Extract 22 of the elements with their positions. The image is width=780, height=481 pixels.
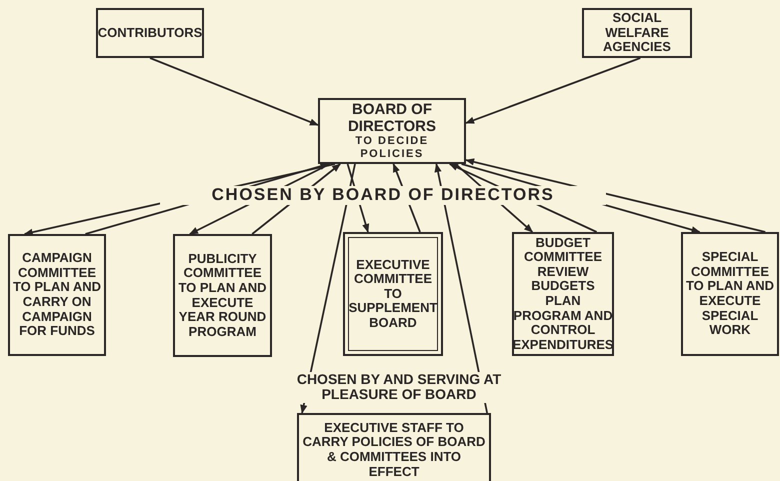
arrow bbox=[465, 57, 641, 124]
box-text: EXECUTIVE STAFF TO CARRY POLICIES OF BOARD & COMMITTEES INTO EFFECT bbox=[302, 420, 486, 480]
box-text: TO DECIDE POLICIES bbox=[354, 135, 430, 160]
org-box bbox=[96, 8, 204, 58]
box-text: BUDGET COMMITTEE REVIEW BUDGETS PLAN PROGRAM AND CONTROL EXPENDITURES bbox=[512, 236, 614, 352]
org-box bbox=[582, 8, 692, 58]
box-text: PUBLICITY COMMITTEE TO PLAN AND EXECUTE YEAR ROUND PROGRAM bbox=[177, 252, 268, 340]
box-text: CONTRIBUTORS bbox=[98, 26, 202, 40]
org-box bbox=[318, 98, 466, 164]
note-text: CHOSEN BY BOARD OF DIRECTORS bbox=[160, 186, 606, 205]
arrow bbox=[465, 158, 766, 233]
arrow bbox=[150, 57, 319, 126]
org-box bbox=[343, 232, 443, 356]
box-text: EXECUTIVE COMMITTEE TO SUPPLEMENT BOARD bbox=[348, 258, 438, 330]
box-text: SOCIAL WELFARE AGENCIES bbox=[602, 11, 672, 55]
box-text: SPECIAL COMMITTEE TO PLAN AND EXECUTE SPECIAL WORK bbox=[685, 250, 775, 338]
org-box bbox=[8, 234, 106, 356]
org-box bbox=[681, 232, 779, 356]
org-box bbox=[173, 234, 272, 357]
box-text: BOARD OF DIRECTORS bbox=[346, 102, 438, 136]
org-box bbox=[297, 413, 491, 481]
box-text: CAMPAIGN COMMITTEE TO PLAN AND CARRY ON CAMPAIGN FOR FUNDS bbox=[12, 251, 102, 339]
